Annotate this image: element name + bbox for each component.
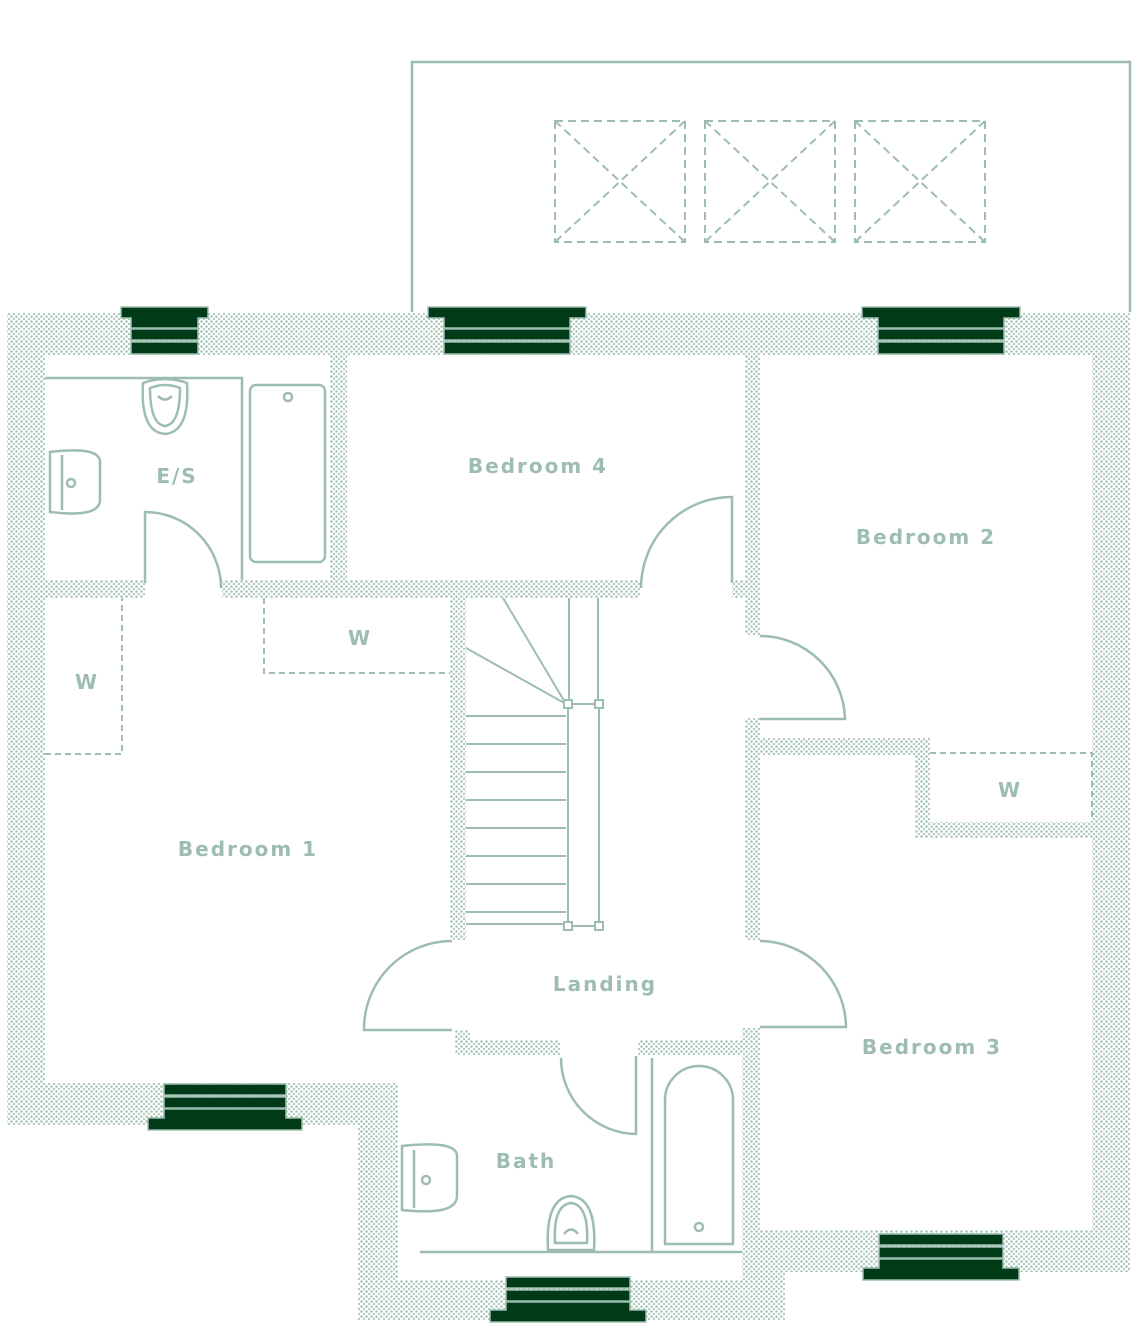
rooflights xyxy=(554,120,986,243)
window-bedroom1 xyxy=(147,1083,303,1131)
ensuite-bathtub xyxy=(248,383,327,564)
wardrobe-bedroom3-outline xyxy=(930,752,1093,822)
staircase xyxy=(465,597,604,931)
bath-toilet-icon xyxy=(546,1194,596,1252)
bedroom4-door xyxy=(639,495,734,589)
bedroom2-door xyxy=(759,634,847,721)
bedroom1-door xyxy=(362,939,453,1032)
room-label-bedroom4: Bedroom 4 xyxy=(467,454,609,478)
window-bedroom2 xyxy=(861,306,1021,355)
room-label-bedroom1: Bedroom 1 xyxy=(177,837,319,861)
ensuite-basin-icon xyxy=(48,449,102,515)
wardrobe-label: W xyxy=(347,626,373,650)
wardrobe-bedroom1-outline xyxy=(45,598,123,755)
bedroom3-door xyxy=(759,939,848,1029)
bath-door xyxy=(559,1056,638,1136)
bath-bathtub xyxy=(663,1064,735,1246)
ensuite-toilet-icon xyxy=(141,377,189,436)
window-bath xyxy=(489,1276,647,1323)
wardrobe-label: W xyxy=(997,778,1023,802)
room-label-ensuite: E/S xyxy=(156,464,198,488)
window-ensuite xyxy=(120,306,209,355)
windows xyxy=(120,306,1021,1323)
ensuite-partition xyxy=(45,376,244,580)
roof-outline xyxy=(410,60,1132,312)
room-label-bedroom3: Bedroom 3 xyxy=(861,1035,1003,1059)
room-label-landing: Landing xyxy=(552,972,658,996)
window-bedroom4 xyxy=(427,306,587,355)
window-bedroom3 xyxy=(862,1233,1020,1281)
wardrobe-label: W xyxy=(74,670,100,694)
bath-basin-icon xyxy=(400,1143,459,1213)
room-label-bedroom2: Bedroom 2 xyxy=(855,525,997,549)
ensuite-door xyxy=(143,510,223,589)
room-label-bath: Bath xyxy=(495,1149,557,1173)
wardrobe-bedroom1b-outline xyxy=(263,598,450,674)
